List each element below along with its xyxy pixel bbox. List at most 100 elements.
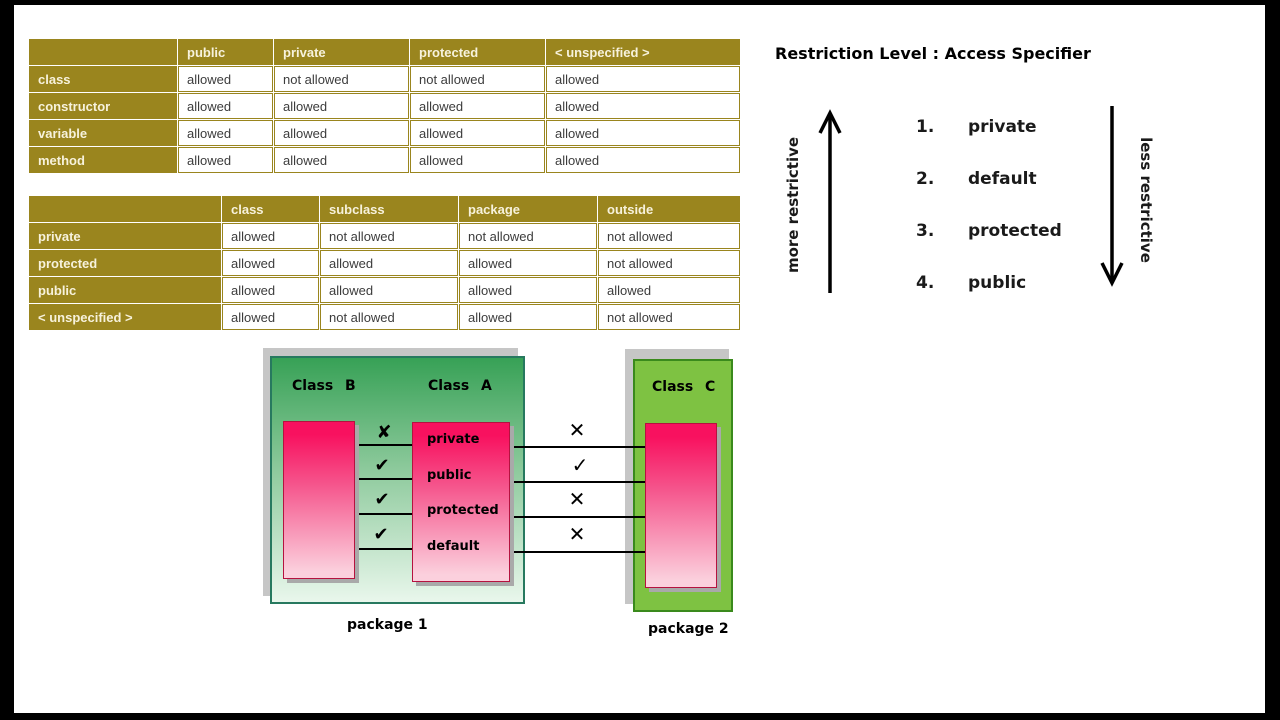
table-cell: allowed [178, 93, 273, 119]
cross-mark-icon: ✘ [376, 422, 392, 443]
column-header: class [222, 196, 319, 222]
connector-line-c-private [510, 446, 645, 448]
table-cell: not allowed [598, 250, 740, 276]
row-label: public [29, 277, 221, 303]
cross-mark-icon: ✕ [568, 522, 586, 546]
access-specifier-scope-table: class subclass package outside private a… [28, 195, 741, 331]
class-a-rect [412, 422, 510, 582]
list-item-default: 2. default [916, 169, 1037, 189]
class-c-label: Class C [652, 379, 716, 395]
list-number: 3. [916, 221, 935, 241]
table-cell: allowed [546, 120, 740, 146]
table-row: public allowed allowed allowed allowed [29, 277, 740, 303]
less-restrictive-label: less restrictive [1137, 137, 1155, 263]
cross-mark-icon: ✕ [568, 418, 586, 442]
row-label: private [29, 223, 221, 249]
table-cell: allowed [178, 66, 273, 92]
row-label: variable [29, 120, 177, 146]
connector-line-b-private [355, 444, 412, 446]
table-cell: allowed [274, 120, 409, 146]
table-row: method allowed allowed allowed allowed [29, 147, 740, 173]
row-label: protected [29, 250, 221, 276]
cross-mark-icon: ✕ [568, 487, 586, 511]
list-label: default [968, 169, 1037, 189]
list-number: 4. [916, 273, 935, 293]
column-header: subclass [320, 196, 458, 222]
column-header: outside [598, 196, 740, 222]
table-cell: not allowed [410, 66, 545, 92]
connector-line-c-public [510, 481, 645, 483]
table-row: class allowed not allowed not allowed al… [29, 66, 740, 92]
row-label: method [29, 147, 177, 173]
restriction-title: Restriction Level : Access Specifier [775, 44, 1091, 63]
column-header: < unspecified > [546, 39, 740, 65]
package2-caption: package 2 [648, 621, 729, 637]
member-private-label: private [427, 432, 480, 447]
member-protected-label: protected [427, 503, 499, 518]
down-arrow-icon [1100, 106, 1124, 287]
class-c-rect [645, 423, 717, 588]
table-cell: allowed [222, 277, 319, 303]
table-cell: allowed [410, 120, 545, 146]
member-default-label: default [427, 539, 480, 554]
column-header: package [459, 196, 597, 222]
table-cell: not allowed [320, 223, 458, 249]
list-label: private [968, 117, 1037, 137]
list-item-private: 1. private [916, 117, 1037, 137]
table-cell: allowed [222, 304, 319, 330]
table-cell: allowed [274, 147, 409, 173]
up-arrow-icon [818, 109, 842, 293]
table-cell: allowed [222, 250, 319, 276]
table-cell: allowed [546, 93, 740, 119]
table-cell: not allowed [459, 223, 597, 249]
member-public-label: public [427, 468, 472, 483]
table-cell: allowed [274, 93, 409, 119]
access-specifier-members-table: public private protected < unspecified >… [28, 38, 741, 174]
table-cell: allowed [546, 66, 740, 92]
list-label: public [968, 273, 1027, 293]
list-item-protected: 3. protected [916, 221, 1062, 241]
table-row: < unspecified > allowed not allowed allo… [29, 304, 740, 330]
connector-line-b-default [355, 548, 412, 550]
row-label: constructor [29, 93, 177, 119]
corner-header-cell [29, 39, 177, 65]
class-b-rect [283, 421, 355, 579]
table-header-row: class subclass package outside [29, 196, 740, 222]
connector-line-b-protected [355, 513, 412, 515]
connector-line-c-default [510, 551, 645, 553]
table-cell: not allowed [598, 223, 740, 249]
connector-line-b-public [355, 478, 412, 480]
class-b-label: Class B [292, 378, 356, 394]
table-cell: not allowed [320, 304, 458, 330]
table-header-row: public private protected < unspecified > [29, 39, 740, 65]
table-cell: allowed [320, 250, 458, 276]
table-cell: allowed [178, 120, 273, 146]
row-label: class [29, 66, 177, 92]
column-header: private [274, 39, 409, 65]
list-item-public: 4. public [916, 273, 1026, 293]
table-cell: allowed [546, 147, 740, 173]
connector-line-c-protected [510, 516, 645, 518]
list-number: 2. [916, 169, 935, 189]
row-label: < unspecified > [29, 304, 221, 330]
table-cell: allowed [459, 304, 597, 330]
table-cell: allowed [222, 223, 319, 249]
table-cell: not allowed [598, 304, 740, 330]
column-header: protected [410, 39, 545, 65]
list-label: protected [968, 221, 1062, 241]
table-row: variable allowed allowed allowed allowed [29, 120, 740, 146]
list-number: 1. [916, 117, 935, 137]
check-mark-icon: ✔ [374, 455, 390, 476]
table-cell: allowed [410, 147, 545, 173]
table-cell: not allowed [274, 66, 409, 92]
check-mark-icon: ✓ [571, 453, 589, 477]
table-row: protected allowed allowed allowed not al… [29, 250, 740, 276]
table-cell: allowed [410, 93, 545, 119]
table-cell: allowed [459, 277, 597, 303]
check-mark-icon: ✔ [373, 524, 389, 545]
table-row: constructor allowed allowed allowed allo… [29, 93, 740, 119]
column-header: public [178, 39, 273, 65]
table-cell: allowed [459, 250, 597, 276]
package1-caption: package 1 [347, 617, 428, 633]
